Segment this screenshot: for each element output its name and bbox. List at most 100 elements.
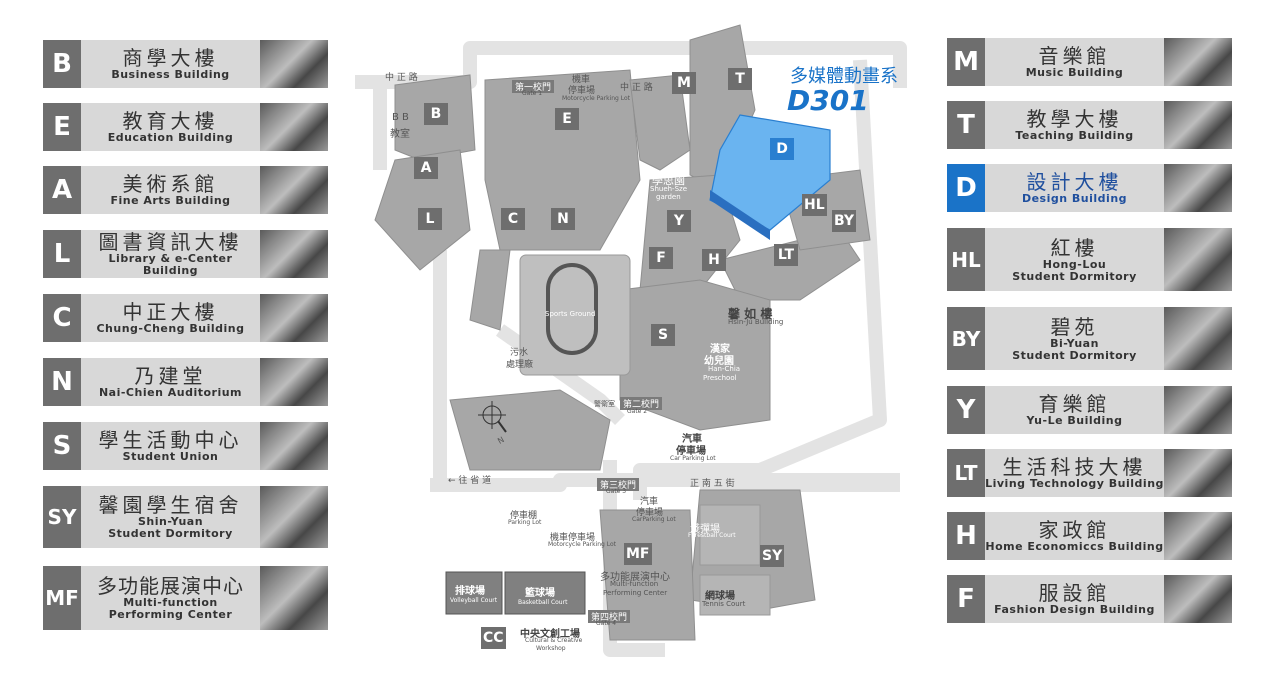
building-photo	[1164, 386, 1232, 434]
map-tag-e[interactable]: E	[555, 108, 579, 130]
map-tag-l[interactable]: L	[418, 208, 442, 230]
legend-card-b[interactable]: B 商學大樓 Business Building	[43, 40, 328, 88]
map-tag-b[interactable]: B	[424, 103, 448, 125]
legend-names: 生活科技大樓 Living Technology Building	[985, 449, 1164, 497]
legend-names: 圖書資訊大樓 Library & e-Center Building	[81, 230, 260, 278]
building-photo	[1164, 38, 1232, 86]
legend-card-n[interactable]: N 乃建堂 Nai-Chien Auditorium	[43, 358, 328, 406]
legend-zh: 教學大樓	[1026, 107, 1123, 131]
legend-zh: 教育大樓	[122, 109, 219, 133]
legend-en: Fashion Design Building	[994, 603, 1155, 616]
legend-card-hl[interactable]: HL 紅樓 Hong-Lou Student Dormitory	[947, 228, 1232, 291]
legend-zh: 生活科技大樓	[1002, 455, 1147, 479]
map-tag-d[interactable]: D	[770, 138, 794, 160]
building-photo	[1164, 575, 1232, 623]
legend-en: Living Technology Building	[985, 477, 1164, 490]
legend-card-lt[interactable]: LT 生活科技大樓 Living Technology Building	[947, 449, 1232, 497]
map-tag-f[interactable]: F	[649, 247, 673, 269]
legend-card-f[interactable]: F 服設館 Fashion Design Building	[947, 575, 1232, 623]
legend-card-d[interactable]: D 設計大樓 Design Building	[947, 164, 1232, 212]
legend-code: D	[947, 164, 985, 212]
bb-label: B B	[392, 112, 409, 123]
preschool-label: 漢家	[710, 344, 730, 355]
legend-card-t[interactable]: T 教學大樓 Teaching Building	[947, 101, 1232, 149]
map-tag-h[interactable]: H	[702, 249, 726, 271]
compass-icon	[478, 401, 507, 433]
gate-label: 第二校門	[620, 397, 663, 410]
legend-card-m[interactable]: M 音樂館 Music Building	[947, 38, 1232, 86]
archery-en-label: Archery Space	[446, 527, 497, 535]
legend-card-l[interactable]: L 圖書資訊大樓 Library & e-Center Building	[43, 230, 328, 278]
map-tag-y[interactable]: Y	[667, 210, 691, 232]
legend-code: T	[947, 101, 985, 149]
legend-en: Shin-Yuan	[137, 515, 204, 528]
legend-zh: 美術系館	[122, 172, 219, 196]
gate-en-label: Gate 1	[522, 90, 543, 97]
legend-card-c[interactable]: C 中正大樓 Chung-Cheng Building	[43, 294, 328, 342]
bb-label: 教室	[390, 129, 410, 140]
legend-names: 教學大樓 Teaching Building	[985, 101, 1164, 149]
car-label: 汽車	[640, 497, 659, 507]
legend-card-y[interactable]: Y 育樂館 Yu-Le Building	[947, 386, 1232, 434]
legend-card-e[interactable]: E 教育大樓 Education Building	[43, 103, 328, 151]
legend-en: Bi-Yuan	[1050, 336, 1099, 350]
legend-zh: 圖書資訊大樓	[98, 230, 243, 254]
map-tag-mf[interactable]: MF	[624, 543, 652, 565]
map-tag-m[interactable]: M	[672, 72, 696, 94]
car-label: 停車場	[676, 446, 706, 457]
legend-code: MF	[43, 566, 81, 630]
map-tag-lt[interactable]: LT	[774, 244, 798, 266]
cc-en-label: Workshop	[536, 645, 566, 652]
moto-label: 停車場	[568, 86, 596, 96]
legend-card-h[interactable]: H 家政館 Home Economiccs Building	[947, 512, 1232, 560]
basketball-en-label: Basketball Court	[518, 599, 568, 606]
map-tag-a[interactable]: A	[414, 157, 438, 179]
mf-en-label: Multi-function	[610, 580, 659, 588]
guard-label: 警衛室	[594, 400, 615, 408]
legend-code: LT	[947, 449, 985, 497]
map-tag-by[interactable]: BY	[832, 210, 857, 232]
legend-code: S	[43, 422, 81, 470]
legend-code: Y	[947, 386, 985, 434]
map-tag-hl[interactable]: HL	[802, 194, 827, 216]
car-label: 停車場	[636, 508, 664, 518]
building-photo	[260, 486, 328, 548]
legend-code: F	[947, 575, 985, 623]
legend-card-s[interactable]: S 學生活動中心 Student Union	[43, 422, 328, 470]
hsinju-en-label: Hsin-Ju Building	[728, 318, 784, 326]
legend-zh: 音樂館	[1038, 44, 1111, 68]
gate-en-label: Gate 3	[606, 488, 627, 495]
legend-code: C	[43, 294, 81, 342]
legend-card-sy[interactable]: SY 馨園學生宿舍 Shin-Yuan Student Dormitory	[43, 486, 328, 548]
legend-card-mf[interactable]: MF 多功能展演中心 Multi-function Performing Cen…	[43, 566, 328, 630]
legend-code: M	[947, 38, 985, 86]
map-tag-s[interactable]: S	[651, 324, 675, 346]
preschool-label: 幼兒園	[704, 356, 734, 367]
road-label: 正 南 五 街	[690, 479, 735, 489]
basketball-label: 籃球場	[525, 588, 555, 599]
map-tag-cc[interactable]: CC	[481, 627, 506, 649]
legend-names: 家政館 Home Economiccs Building	[985, 512, 1164, 560]
car-en-label: Car Parking Lot	[670, 455, 716, 462]
legend-card-by[interactable]: BY 碧苑 Bi-Yuan Student Dormitory	[947, 307, 1232, 370]
building-photo	[1164, 101, 1232, 149]
legend-zh: 紅樓	[1050, 235, 1099, 260]
map-tag-c[interactable]: C	[501, 208, 525, 230]
gate-en-label: Gate 2	[627, 408, 648, 415]
direction-label: ← 往 省 道	[448, 476, 492, 486]
sports-label: Sports Ground	[545, 310, 596, 318]
legend-en: Chung-Cheng Building	[96, 322, 245, 335]
map-tag-sy[interactable]: SY	[760, 545, 785, 567]
gate-label: 第三校門	[597, 478, 640, 491]
legend-en: Teaching Building	[1015, 129, 1134, 142]
legend-zh: 育樂館	[1038, 392, 1111, 416]
legend-names: 服設館 Fashion Design Building	[985, 575, 1164, 623]
archery-label: 射 箭 場	[448, 518, 485, 529]
tennis-en-label: Tennis Court	[702, 600, 746, 608]
map-tag-t[interactable]: T	[728, 68, 752, 90]
hsinju-label: 馨 如 樓	[728, 307, 773, 321]
legend-names: 育樂館 Yu-Le Building	[985, 386, 1164, 434]
map-tag-n[interactable]: N	[551, 208, 575, 230]
legend-card-a[interactable]: A 美術系館 Fine Arts Building	[43, 166, 328, 214]
callout-room: D301	[787, 84, 869, 117]
